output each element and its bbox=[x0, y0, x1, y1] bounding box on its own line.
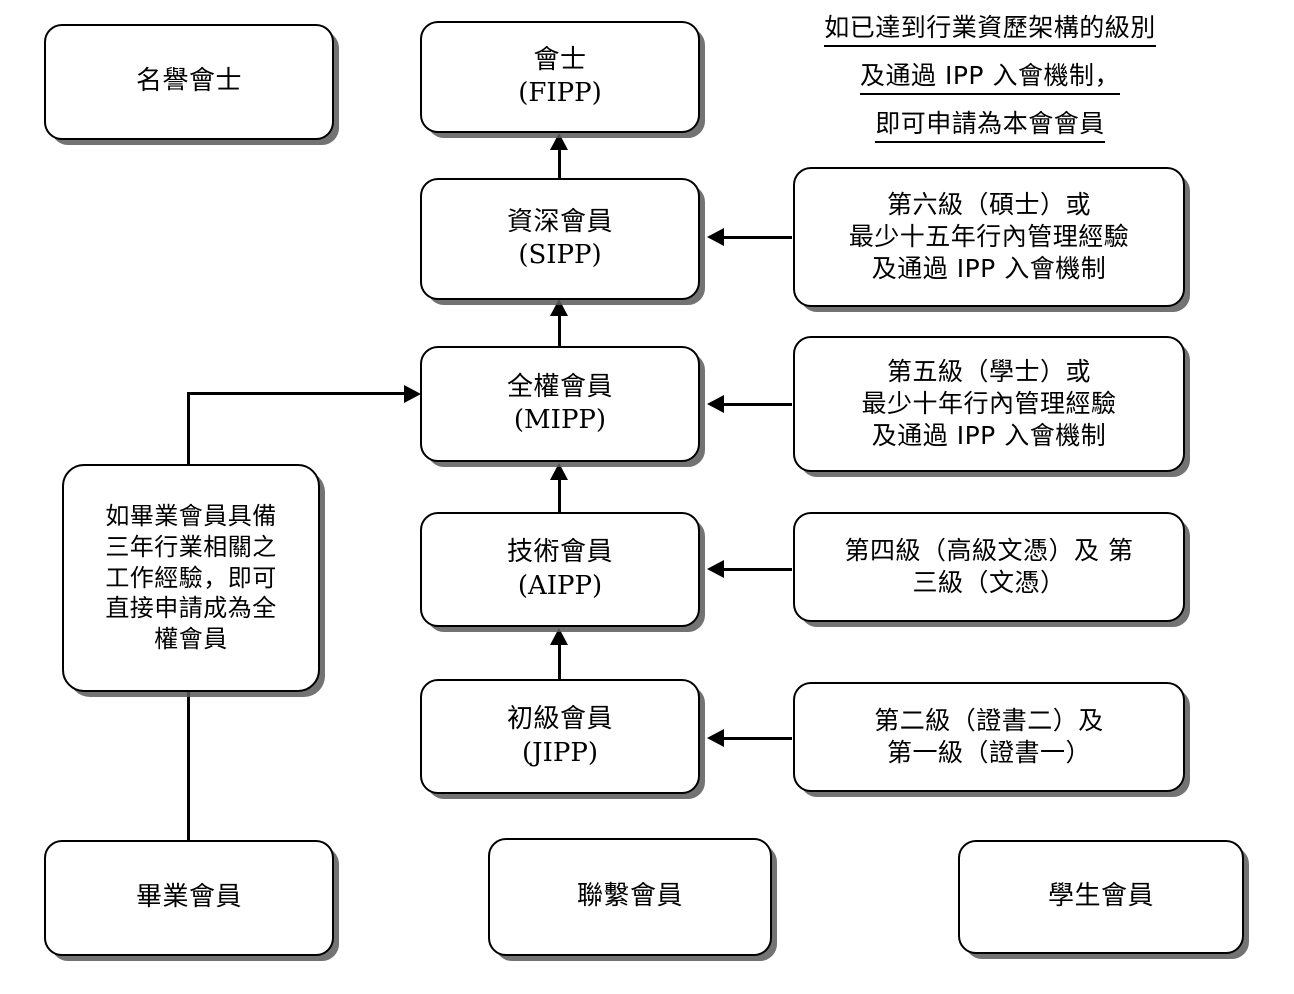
connector-req-mipp-line bbox=[724, 403, 792, 406]
header-note-line-3: 即可申請為本會會員 bbox=[875, 104, 1105, 143]
requirement-sipp-line-2: 最少十五年行內管理經驗 bbox=[848, 222, 1130, 251]
connector-note-to-mipp-horizontal bbox=[187, 392, 411, 395]
connector-note-to-mipp-arrowhead bbox=[404, 385, 421, 403]
node-student-member[interactable]: 學生會員 bbox=[958, 840, 1244, 954]
requirement-mipp-line-2: 最少十年行內管理經驗 bbox=[861, 389, 1117, 418]
connector-sipp-to-fipp-line bbox=[558, 142, 561, 178]
node-graduate-member[interactable]: 畢業會員 bbox=[44, 840, 334, 956]
connector-req-sipp-line bbox=[724, 236, 792, 239]
node-fipp-label: 會士 bbox=[533, 44, 587, 75]
node-requirement-jipp[interactable]: 第二級（證書二）及 第一級（證書一） bbox=[793, 682, 1185, 792]
connector-req-aipp-arrowhead bbox=[707, 560, 724, 578]
node-associate-member-label: 聯繫會員 bbox=[576, 881, 684, 912]
node-aipp-code: (AIPP) bbox=[517, 570, 603, 601]
node-aipp[interactable]: 技術會員 (AIPP) bbox=[420, 512, 700, 627]
connector-sipp-to-fipp-arrowhead bbox=[550, 133, 568, 150]
connector-req-jipp-arrowhead bbox=[707, 729, 724, 747]
node-mipp-label: 全權會員 bbox=[506, 371, 614, 402]
header-note: 如已達到行業資歷架構的級別 及通過 IPP 入會機制， 即可申請為本會會員 bbox=[790, 8, 1190, 152]
connector-mipp-to-sipp-arrowhead bbox=[550, 299, 568, 316]
node-honorary-fellow[interactable]: 名譽會士 bbox=[44, 24, 334, 140]
requirement-aipp-line-2: 三級（文憑） bbox=[912, 568, 1066, 597]
connector-aipp-to-mipp-arrowhead bbox=[550, 463, 568, 480]
side-note-line-1: 如畢業會員具備 bbox=[105, 502, 277, 531]
requirement-jipp-line-2: 第一級（證書一） bbox=[886, 738, 1091, 767]
connector-req-mipp-arrowhead bbox=[707, 395, 724, 413]
requirement-sipp-line-3: 及通過 IPP 入會機制 bbox=[871, 254, 1107, 283]
node-student-member-label: 學生會員 bbox=[1047, 881, 1155, 912]
connector-mipp-to-sipp-line bbox=[558, 308, 561, 348]
connector-graduate-to-note-line bbox=[187, 692, 190, 842]
header-note-line-1: 如已達到行業資歷架構的級別 bbox=[824, 8, 1156, 47]
node-sipp-label: 資深會員 bbox=[506, 206, 614, 237]
node-associate-member[interactable]: 聯繫會員 bbox=[488, 838, 772, 956]
node-requirement-mipp[interactable]: 第五級（學士）或 最少十年行內管理經驗 及通過 IPP 入會機制 bbox=[793, 336, 1185, 472]
connector-aipp-to-mipp-line bbox=[558, 472, 561, 514]
node-fipp-code: (FIPP) bbox=[518, 78, 602, 108]
connector-note-to-mipp-vertical bbox=[187, 392, 190, 466]
side-note-line-5: 權會員 bbox=[154, 625, 228, 654]
header-note-line-2: 及通過 IPP 入會機制， bbox=[860, 56, 1120, 95]
node-aipp-label: 技術會員 bbox=[506, 537, 614, 568]
node-graduate-member-label: 畢業會員 bbox=[135, 882, 243, 913]
connector-jipp-to-aipp-line bbox=[558, 637, 561, 681]
side-note-line-2: 三年行業相關之 bbox=[105, 532, 277, 561]
side-note-line-3: 工作經驗，即可 bbox=[105, 563, 277, 592]
connector-req-jipp-line bbox=[724, 737, 792, 740]
node-side-note[interactable]: 如畢業會員具備 三年行業相關之 工作經驗，即可 直接申請成為全 權會員 bbox=[62, 464, 320, 692]
node-mipp-code: (MIPP) bbox=[513, 405, 607, 435]
node-fipp[interactable]: 會士 (FIPP) bbox=[420, 21, 700, 133]
requirement-aipp-line-1: 第四級（高級文憑）及 第 bbox=[844, 536, 1134, 565]
connector-req-aipp-line bbox=[724, 568, 792, 571]
node-mipp[interactable]: 全權會員 (MIPP) bbox=[420, 346, 700, 462]
connector-jipp-to-aipp-arrowhead bbox=[550, 628, 568, 645]
node-sipp-code: (SIPP) bbox=[518, 240, 602, 270]
requirement-mipp-line-3: 及通過 IPP 入會機制 bbox=[871, 421, 1107, 450]
node-jipp-label: 初級會員 bbox=[506, 704, 614, 735]
side-note-line-4: 直接申請成為全 bbox=[105, 594, 277, 623]
node-jipp-code: (JIPP) bbox=[522, 737, 598, 768]
node-sipp[interactable]: 資深會員 (SIPP) bbox=[420, 178, 700, 300]
requirement-mipp-line-1: 第五級（學士）或 bbox=[886, 357, 1091, 386]
requirement-jipp-line-1: 第二級（證書二）及 bbox=[874, 706, 1104, 735]
connector-req-sipp-arrowhead bbox=[707, 228, 724, 246]
node-honorary-fellow-label: 名譽會士 bbox=[135, 66, 243, 97]
node-requirement-aipp[interactable]: 第四級（高級文憑）及 第 三級（文憑） bbox=[793, 512, 1185, 622]
requirement-sipp-line-1: 第六級（碩士）或 bbox=[886, 190, 1091, 219]
node-jipp[interactable]: 初級會員 (JIPP) bbox=[420, 679, 700, 794]
node-requirement-sipp[interactable]: 第六級（碩士）或 最少十五年行內管理經驗 及通過 IPP 入會機制 bbox=[793, 167, 1185, 307]
